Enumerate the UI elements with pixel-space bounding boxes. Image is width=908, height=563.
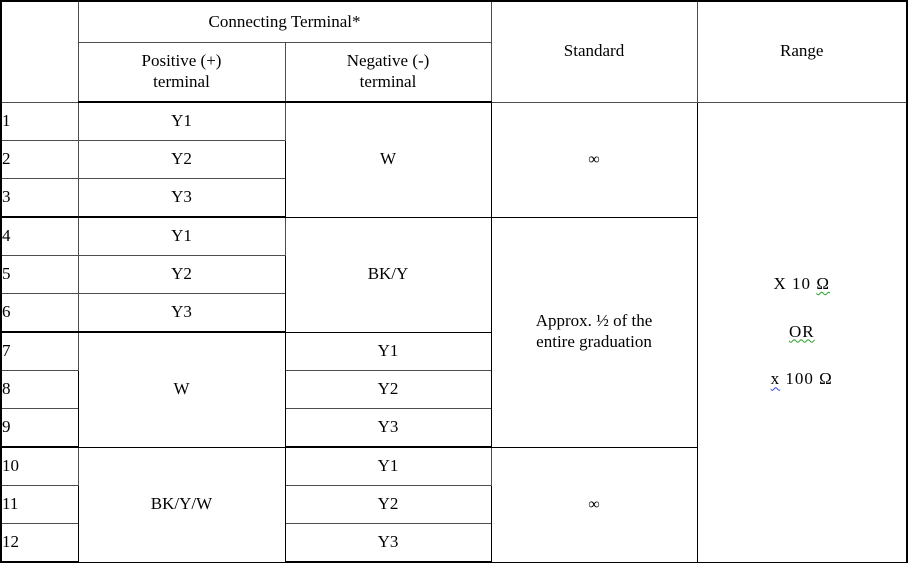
header-standard-label: Standard [563,41,625,61]
range-x100-rest: 100 Ω [780,369,833,389]
row-number: 10 [0,446,79,486]
range-line-x10: X 10 Ω [774,274,830,295]
header-positive-terminal: Positive (+) terminal [77,42,286,103]
table-row: 6 Y3 [0,293,907,333]
standard-approx-line1: Approx. ½ of the [535,311,653,331]
row-number: 11 [0,485,79,524]
cell-positive-terminal-merged: W [77,331,286,448]
cell-positive-terminal: Y3 [77,178,286,218]
header-negative-line1: Negative (-) [346,51,430,71]
header-standard: Standard [490,0,698,103]
header-index-cell [0,0,79,103]
cell-negative-terminal-merged: W [284,101,492,218]
cell-positive-terminal: Y2 [77,140,286,179]
cell-standard-merged: ∞ [490,101,698,218]
cell-positive-terminal: Y1 [77,101,286,141]
cell-standard-merged: ∞ [490,446,698,563]
cell-negative-terminal: Y3 [284,523,492,563]
table-row: 2 Y2 [0,140,907,179]
cell-positive-terminal-merged: BK/Y/W [77,446,286,563]
infinity-symbol: ∞ [588,496,600,514]
table-row: 11 Y2 [0,485,907,524]
table-header-row-1: Connecting Terminal* Standard Range [0,0,908,103]
row-number: 4 [0,216,79,256]
header-positive-line2: terminal [153,72,210,91]
row-number: 9 [0,408,79,448]
table-row: 8 Y2 [0,370,907,409]
cell-range-merged: X 10 Ω OR x 100 Ω [696,101,908,563]
cell-positive-terminal: Y1 [77,216,286,256]
header-connecting-terminal: Connecting Terminal* [77,0,492,43]
row-number: 7 [0,331,79,371]
range-line-x100: x 100 Ω [771,369,833,390]
range-line-or: OR [788,321,815,341]
table-row: 5 Y2 [0,255,907,294]
range-x100-multiplier: x [770,369,781,389]
table-row: 4 Y1 BK/Y Approx. ½ of the entire gradua… [0,216,907,448]
infinity-symbol: ∞ [588,151,600,169]
cell-positive-terminal: Y3 [77,293,286,333]
cell-positive-terminal: Y2 [77,255,286,294]
row-number: 8 [0,370,79,409]
header-range-label: Range [780,41,824,61]
table-row: 10 BK/Y/W Y1 ∞ [0,446,907,563]
header-connecting-terminal-label: Connecting Terminal* [208,11,361,31]
cell-standard-merged: Approx. ½ of the entire graduation [490,216,698,448]
row-number: 12 [0,523,79,563]
table-row: 12 Y3 [0,523,907,563]
table-row: 9 Y3 [0,408,907,448]
range-x10-prefix: X 10 [773,273,817,293]
row-number: 3 [0,178,79,218]
row-number: 2 [0,140,79,179]
table-row: 7 W Y1 [0,331,907,448]
header-negative-terminal: Negative (-) terminal [284,42,492,103]
table-row: 3 Y3 [0,178,907,218]
header-positive-line1: Positive (+) [141,51,222,71]
row-number: 5 [0,255,79,294]
cell-negative-terminal: Y2 [284,370,492,409]
header-range: Range [696,0,908,103]
row-number: 6 [0,293,79,333]
cell-negative-terminal-merged: BK/Y [284,216,492,333]
cell-negative-terminal: Y1 [284,331,492,371]
cell-negative-terminal: Y2 [284,485,492,524]
ohm-symbol-icon: Ω [816,273,830,293]
cell-negative-terminal: Y1 [284,446,492,486]
table-header-row-2: Positive (+) terminal Negative (-) termi… [1,42,907,103]
row-number: 1 [0,101,79,141]
header-negative-line2: terminal [359,72,417,91]
cell-negative-terminal: Y3 [284,408,492,448]
table-row: 1 Y1 W ∞ X 10 Ω OR x 100 Ω [0,101,908,563]
standard-approx-line2: entire graduation [536,332,652,351]
range-stack: X 10 Ω OR x 100 Ω [698,274,907,390]
